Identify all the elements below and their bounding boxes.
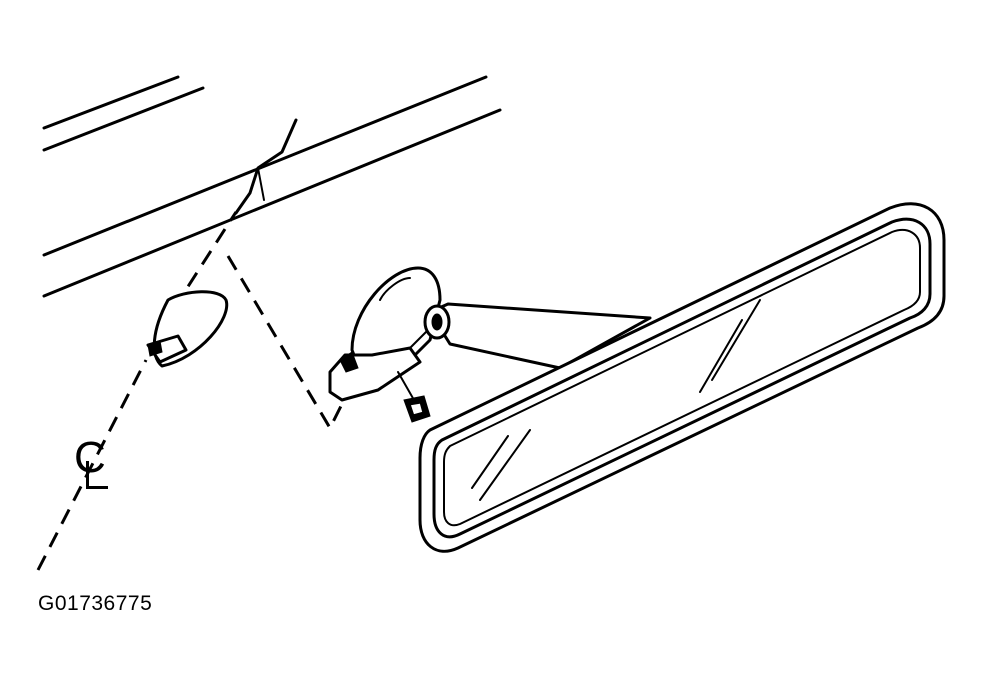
figure-id: G01736775 — [38, 592, 153, 615]
centerline-symbol: C — [74, 433, 106, 482]
attachment-path — [226, 255, 360, 432]
rearview-mirror — [418, 202, 946, 553]
mirror-mount-bracket — [328, 266, 442, 402]
mirror-support-arm — [423, 302, 652, 370]
mirror-mount-pad — [146, 290, 229, 368]
centerline-reference — [36, 211, 238, 571]
centerline-symbol-stem — [86, 461, 89, 489]
mirror-screw — [397, 371, 431, 423]
headliner-roof — [42, 75, 502, 298]
centerline-symbol-foot — [86, 486, 108, 489]
